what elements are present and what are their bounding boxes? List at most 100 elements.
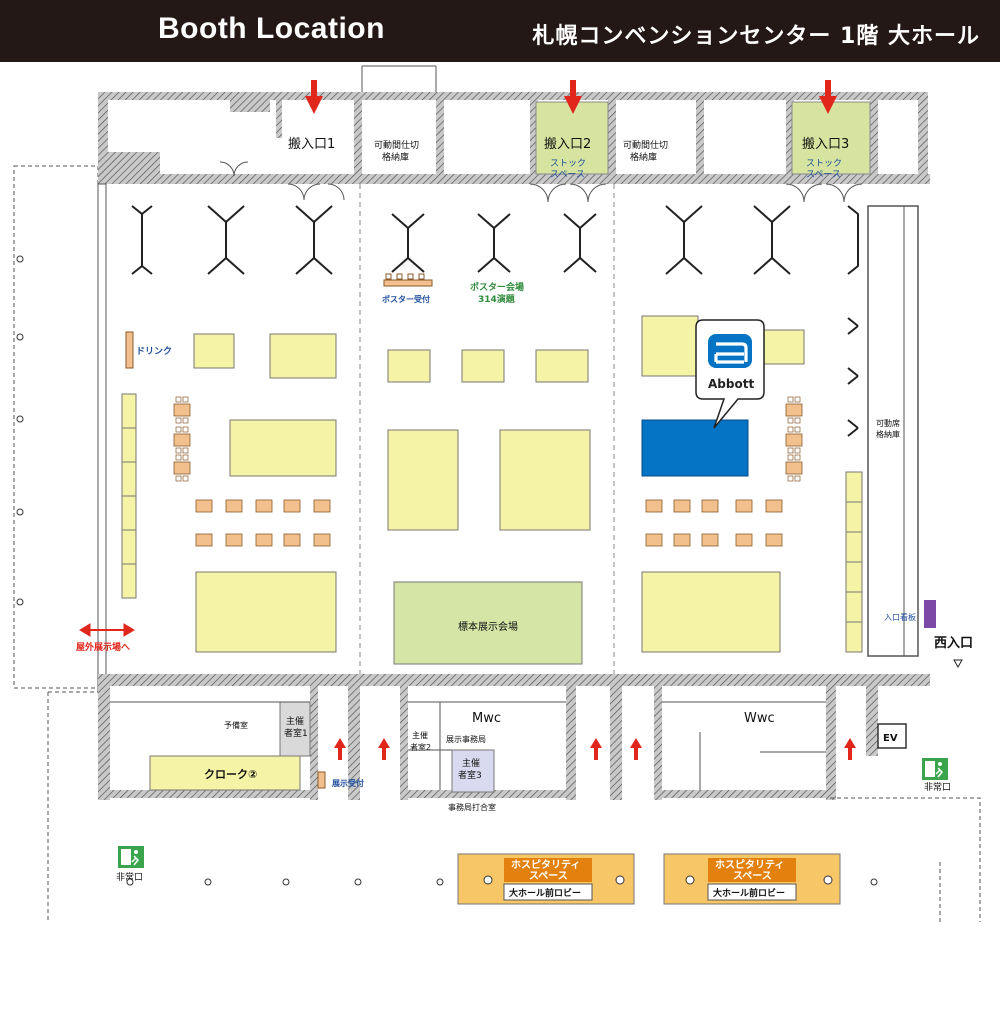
table-row-left-bottom (195, 533, 331, 547)
organizer-room-2-label-b: 者室2 (410, 742, 431, 752)
organizer-room-1-label-b: 者室1 (284, 727, 308, 739)
booth (761, 329, 805, 365)
specimen-hall-label: 標本展示会場 (458, 620, 518, 633)
abbott-booth (641, 419, 749, 477)
mwc-label: Mwc (472, 711, 501, 726)
movable-seat-label-b: 格納庫 (876, 429, 900, 439)
west-entrance-marker-icon (953, 659, 963, 669)
table-row-right-top (645, 499, 783, 513)
entrance-sign-board (924, 600, 936, 628)
loading-arrows (305, 80, 837, 114)
entry-arrow (630, 738, 642, 760)
booth (195, 571, 337, 653)
partition-storage-label-a1: 可動間仕切 (374, 139, 419, 151)
booth (461, 349, 505, 383)
booth (387, 349, 431, 383)
exhibit-reception-label: 展示受付 (331, 778, 364, 788)
abbott-logo-icon (708, 334, 752, 368)
organizer-room-3-label-a: 主催 (462, 757, 480, 769)
venue-name: 札幌コンベンションセンター 1階 大ホール (532, 24, 980, 49)
door-swings (219, 161, 863, 203)
loading-label-1: 搬入口1 (288, 137, 335, 152)
hospitality-right-label-a: ホスピタリティ (715, 859, 784, 871)
hospitality-left-label-b: スペース (529, 870, 568, 882)
emergency-exit-sign-icon (118, 846, 144, 868)
hospitality-right-label-b: スペース (733, 870, 772, 882)
emergency-exit-label-right: 非常口 (924, 781, 951, 793)
organizer-room-1-label-a: 主催 (286, 715, 304, 727)
stock-label-a1: ストック (550, 158, 586, 169)
bottom-room-walls (98, 676, 907, 800)
loading-label-2: 搬入口2 (544, 137, 591, 152)
stock-spaces (535, 101, 871, 175)
drink-label: ドリンク (136, 346, 172, 357)
loading-arrow-1 (305, 80, 323, 114)
entry-arrow (590, 738, 602, 760)
emergency-exit-sign-icon (922, 758, 948, 780)
partition-storage-label-a2: 可動間仕切 (623, 139, 668, 151)
booth (641, 571, 781, 653)
right-wall-booths (845, 471, 863, 653)
loading-arrow-3 (819, 80, 837, 114)
booth (499, 429, 591, 531)
hospitality-right-lobby-label: 大ホール前ロビー (713, 887, 785, 899)
stock-label-a2: ストック (806, 158, 842, 169)
table-row-left-top (195, 499, 331, 513)
booth (535, 349, 589, 383)
hospitality-space-right (663, 853, 841, 905)
hospitality-space-left (457, 853, 635, 905)
entrance-sign-label: 入口看板 (884, 612, 916, 622)
table-group-left-column (173, 403, 191, 475)
stock-label-b2: スペース (806, 170, 841, 180)
loading-arrow-2 (564, 80, 582, 114)
hall-bracket-markers (131, 205, 859, 437)
lobby-outline (830, 797, 981, 922)
specimen-hall (393, 581, 583, 665)
outdoor-label: 屋外展示場へ (76, 641, 130, 653)
booth (641, 315, 699, 377)
entry-arrow (378, 738, 390, 760)
poster-reception-tables (383, 273, 433, 287)
entry-arrow (844, 738, 856, 760)
hospitality-left-label-a: ホスピタリティ (511, 859, 580, 871)
abbott-label: Abbott (708, 377, 754, 391)
poster-hall-label: ポスター会場 (470, 281, 524, 293)
floor-map: 搬入口1 搬入口2 搬入口3 可動間仕切 格納庫 可動間仕切 格納庫 ストック … (13, 65, 981, 922)
top-room-labels: 搬入口1 搬入口2 搬入口3 可動間仕切 格納庫 可動間仕切 格納庫 ストック … (288, 137, 849, 180)
table-group-right-column (785, 403, 803, 475)
stock-label-b1: スペース (550, 170, 585, 180)
booth (387, 429, 459, 531)
organizer-room-3-label-b: 者室3 (458, 769, 482, 781)
seating-tables (173, 403, 803, 547)
booth (193, 333, 235, 369)
entry-arrow (334, 738, 346, 760)
exhibit-reception-counter (317, 771, 326, 789)
table-row-right-bottom (645, 533, 783, 547)
hall-walls (97, 65, 930, 693)
partition-lines (359, 184, 615, 674)
outdoor-area-outline (13, 165, 99, 922)
emergency-exit-label-left: 非常口 (116, 871, 143, 883)
drink-counter (125, 331, 134, 369)
left-wall-booths (121, 393, 137, 599)
booth (269, 333, 337, 379)
reserve-room-label: 予備室 (224, 720, 248, 730)
booth (229, 419, 337, 477)
partition-storage-label-b2: 格納庫 (630, 151, 657, 163)
table-chairs (175, 396, 801, 482)
header-bar: Booth Location 札幌コンベンションセンター 1階 大ホール (0, 0, 1000, 62)
wwc-label: Wwc (744, 711, 775, 726)
west-entrance-label: 西入口 (934, 636, 973, 651)
poster-reception-label: ポスター受付 (382, 294, 430, 304)
exhibit-office-label: 展示事務局 (446, 734, 486, 744)
poster-count-label: 314演題 (478, 293, 516, 305)
booths (193, 315, 805, 653)
organizer-room-2-label-a: 主催 (412, 730, 428, 740)
partition-storage-label-b1: 格納庫 (382, 151, 409, 163)
hospitality-left-lobby-label: 大ホール前ロビー (509, 887, 581, 899)
page-title: Booth Location (158, 12, 385, 45)
abbott-callout: Abbott (695, 319, 765, 429)
outdoor-direction-arrow (79, 623, 135, 637)
movable-seat-label-a: 可動席 (876, 418, 900, 428)
office-meeting-label: 事務局打合室 (448, 802, 496, 812)
